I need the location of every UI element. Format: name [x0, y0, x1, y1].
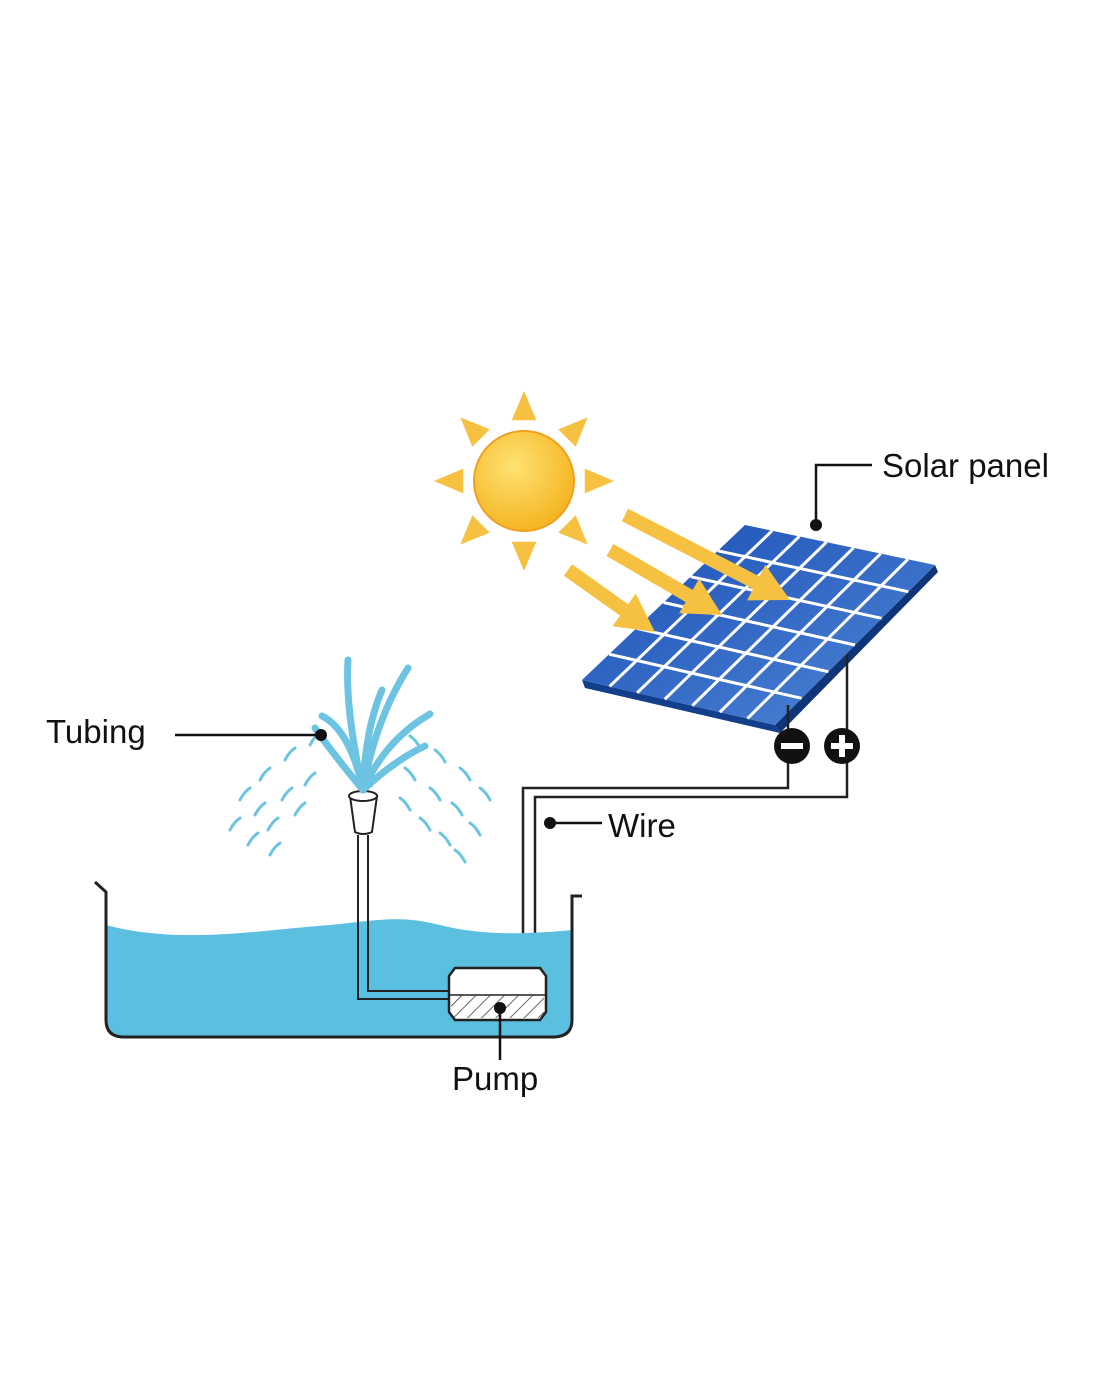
water-droplet: [293, 801, 307, 817]
water-droplet: [228, 816, 242, 832]
sun-ray: [558, 417, 588, 447]
water-droplet: [403, 766, 417, 782]
nozzle: [348, 790, 379, 835]
water-droplet: [428, 786, 442, 802]
sun-ray: [511, 541, 537, 571]
water-droplet: [453, 848, 467, 864]
wire-label: Wire: [608, 807, 676, 844]
sun-ray: [511, 391, 537, 421]
water-droplet: [438, 831, 452, 847]
panel-grid-line: [608, 652, 803, 700]
tubing-label: Tubing: [46, 713, 146, 750]
water-droplet: [246, 831, 260, 847]
sun-ray: [460, 515, 490, 545]
sunlight-arrow: [563, 564, 655, 632]
water-droplet: [408, 734, 422, 750]
water-droplet: [280, 786, 294, 802]
positive-terminal-icon: [824, 728, 860, 764]
water-droplet: [258, 766, 272, 782]
sunlight-arrows: [563, 508, 790, 632]
sun-ray: [558, 515, 588, 545]
sunlight-arrow: [606, 543, 722, 615]
water-droplet: [266, 816, 280, 832]
tubing-callout: Tubing: [46, 713, 327, 750]
water-droplet: [478, 786, 492, 802]
water-droplet: [433, 748, 447, 764]
solar-panel-label: Solar panel: [882, 447, 1049, 484]
solar-panel-callout: Solar panel: [810, 447, 1049, 531]
sun-ray: [460, 417, 490, 447]
water-droplet: [418, 816, 432, 832]
panel-grid-line: [636, 626, 829, 674]
water-droplet: [253, 801, 267, 817]
panel-grid-line: [717, 549, 909, 594]
water-droplet: [238, 786, 252, 802]
sun-ray: [434, 468, 464, 494]
water-droplet: [458, 766, 472, 782]
water-droplet: [268, 841, 282, 857]
water-jet: [359, 686, 386, 794]
water-jet: [344, 656, 367, 794]
pump-callout: Pump: [452, 1002, 538, 1097]
sun-icon: [434, 391, 614, 571]
water-fountain: [228, 656, 492, 864]
sun-disc: [473, 430, 575, 532]
tubing: [357, 835, 450, 1000]
sun-ray: [584, 468, 614, 494]
water-droplet: [468, 821, 482, 837]
wire-callout: Wire: [544, 807, 676, 844]
water-droplet: [450, 801, 464, 817]
pump-label: Pump: [452, 1060, 538, 1097]
water-droplet: [283, 746, 297, 762]
water-droplet: [398, 796, 412, 812]
water-droplet: [303, 771, 317, 787]
sunlight-arrow: [621, 508, 790, 601]
water-jet: [359, 710, 434, 794]
negative-terminal-icon: [774, 728, 810, 764]
